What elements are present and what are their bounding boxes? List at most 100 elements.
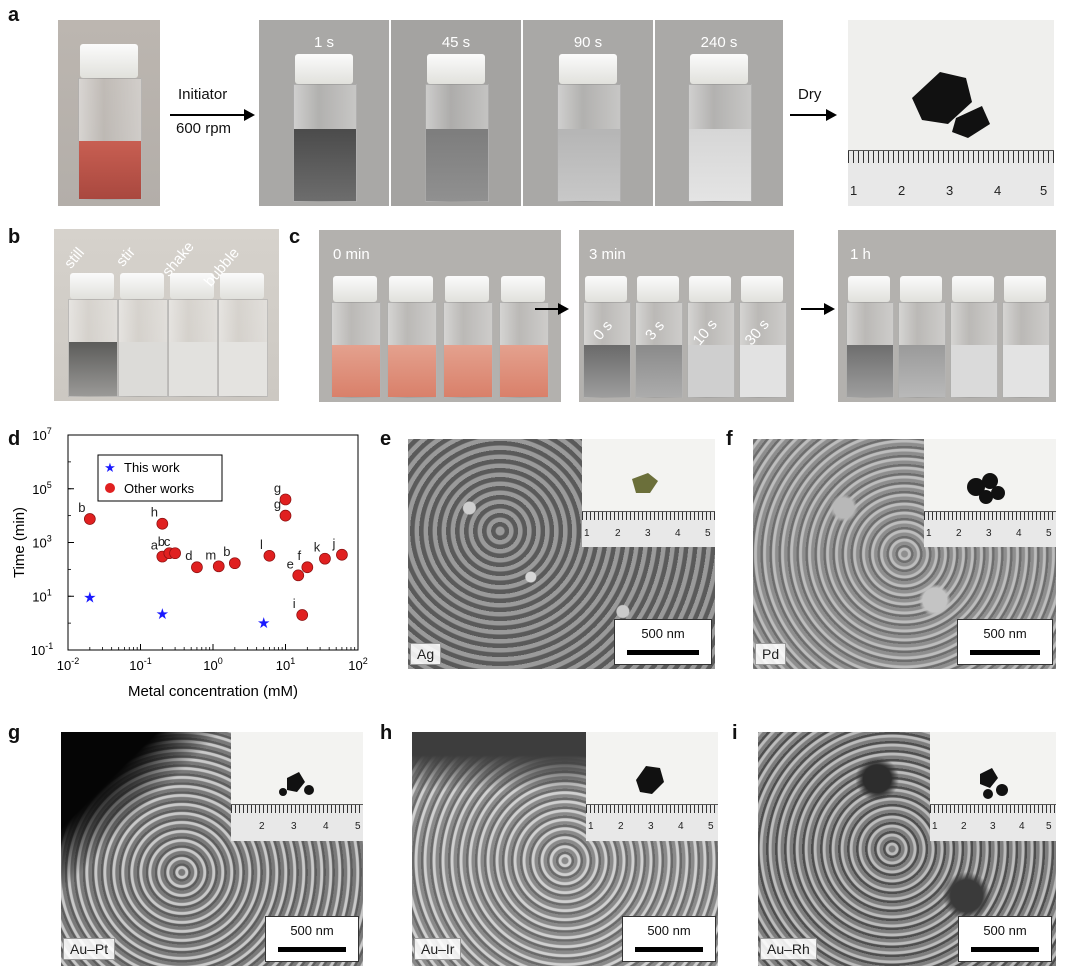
data-point-circle bbox=[212, 560, 225, 573]
data-point-label: h bbox=[151, 505, 158, 520]
y-tick-label: 10-1 bbox=[31, 641, 53, 658]
panel-i-label: i bbox=[732, 722, 738, 744]
panel-d-label: d bbox=[8, 428, 21, 450]
ruler-e: 1 2 3 4 5 bbox=[582, 511, 715, 547]
data-point-label: f bbox=[298, 548, 302, 563]
scalebar-g: 500 nm bbox=[265, 916, 359, 962]
sample-label-au-ir: Au–Ir bbox=[414, 938, 462, 960]
label-stir: stir bbox=[112, 243, 139, 270]
panel-g-label: g bbox=[8, 722, 21, 744]
vial-240s-photo: 240 s bbox=[655, 20, 783, 206]
panel-b-photo: still stir shake bubble bbox=[54, 229, 279, 401]
stage-1h: 1 h bbox=[850, 246, 871, 263]
sample-label-ag: Ag bbox=[410, 643, 442, 665]
data-point-circle bbox=[319, 552, 331, 565]
scalebar-f: 500 nm bbox=[957, 619, 1053, 665]
data-point-star: ★ bbox=[257, 615, 270, 632]
label-still: still bbox=[60, 244, 88, 272]
arrow-c2-head bbox=[824, 303, 835, 315]
panel-c-3min-photo: 3 min 0 s 3 s 10 s 30 s bbox=[579, 230, 794, 402]
scalebar-h: 500 nm bbox=[622, 916, 716, 962]
au-rh-pieces bbox=[980, 768, 1008, 799]
stage-0min: 0 min bbox=[333, 246, 370, 263]
panel-a-label: a bbox=[8, 4, 20, 26]
ag-piece bbox=[632, 473, 658, 493]
arrow-a2-head bbox=[826, 109, 837, 121]
data-point-label: b bbox=[158, 534, 165, 549]
legend-other-works: Other works bbox=[124, 481, 195, 496]
y-tick-label: 105 bbox=[32, 480, 51, 497]
legend-circle-icon bbox=[105, 483, 115, 493]
arrow-c1 bbox=[535, 308, 559, 310]
y-tick-label: 107 bbox=[32, 426, 51, 443]
rpm-text: 600 rpm bbox=[176, 120, 232, 137]
time-45s: 45 s bbox=[441, 34, 471, 51]
y-tick-label: 103 bbox=[32, 534, 51, 551]
scalebar-i: 500 nm bbox=[958, 916, 1052, 962]
sample-label-au-pt: Au–Pt bbox=[63, 938, 116, 960]
sem-au-rh-image: 1 2 3 4 5 Au–Rh 500 nm bbox=[758, 732, 1056, 966]
sem-au-ir-image: 1 2 3 4 5 Au–Ir 500 nm bbox=[412, 732, 718, 966]
time-240s: 240 s bbox=[700, 34, 738, 51]
data-point-label: c bbox=[164, 534, 171, 549]
legend-box bbox=[97, 454, 223, 502]
dry-text: Dry bbox=[798, 86, 822, 103]
data-point-label: k bbox=[314, 540, 321, 555]
data-point-label: d bbox=[185, 548, 192, 563]
scalebar-e: 500 nm bbox=[614, 619, 712, 665]
arrow-a2 bbox=[790, 114, 826, 116]
data-point-label: a bbox=[151, 538, 159, 553]
dried-aerogel-photo: 1 2 3 4 5 bbox=[848, 20, 1054, 206]
legend-star-icon: ★ bbox=[104, 460, 116, 475]
data-point-label: i bbox=[293, 596, 296, 611]
panel-b-label: b bbox=[8, 226, 21, 248]
legend-this-work: This work bbox=[124, 460, 180, 475]
data-point-star: ★ bbox=[83, 589, 96, 606]
panel-c-1h-photo: 1 h bbox=[838, 230, 1056, 402]
time-90s: 90 s bbox=[573, 34, 603, 51]
data-point-circle bbox=[191, 561, 203, 574]
y-tick-label: 101 bbox=[32, 587, 51, 604]
data-point-label: l bbox=[260, 537, 263, 552]
data-point-label: e bbox=[287, 556, 294, 571]
data-point-circle bbox=[301, 561, 314, 574]
ruler-i: 1 2 3 4 5 bbox=[930, 804, 1056, 841]
panel-c-0min-photo: 0 min bbox=[319, 230, 561, 402]
x-tick-label: 101 bbox=[276, 656, 295, 673]
data-point-label: g bbox=[274, 480, 281, 495]
au-ir-piece bbox=[636, 766, 664, 794]
panel-f-label: f bbox=[726, 428, 733, 450]
arrow-c1-head bbox=[558, 303, 569, 315]
data-point-star: ★ bbox=[156, 606, 169, 623]
ruler-h: 1 2 3 4 5 bbox=[586, 804, 718, 841]
panel-e-label: e bbox=[380, 428, 392, 450]
data-point-circle bbox=[279, 509, 292, 522]
data-point-label: j bbox=[331, 536, 335, 551]
vial-45s-photo: 45 s bbox=[391, 20, 521, 206]
data-point-circle bbox=[296, 609, 309, 621]
stage-3min: 3 min bbox=[589, 246, 626, 263]
arrow-a1 bbox=[170, 114, 244, 116]
time-1s: 1 s bbox=[313, 34, 334, 51]
panel-h-label: h bbox=[380, 722, 393, 744]
data-point-circle bbox=[279, 493, 292, 506]
initiator-text: Initiator bbox=[178, 86, 228, 103]
ruler-f: 1 2 3 4 5 bbox=[924, 511, 1056, 547]
vial-90s-photo: 90 s bbox=[523, 20, 653, 206]
panel-a-initial-vial-photo bbox=[58, 20, 160, 206]
ruler-g: 2 3 4 5 bbox=[231, 804, 363, 841]
x-tick-label: 100 bbox=[203, 656, 222, 673]
data-point-circle bbox=[263, 549, 276, 562]
data-point-label: m bbox=[205, 547, 216, 562]
data-point-circle bbox=[292, 569, 305, 582]
pd-pieces bbox=[967, 473, 1005, 504]
sample-label-au-rh: Au–Rh bbox=[760, 938, 817, 960]
sem-au-pt-image: 2 3 4 5 Au–Pt 500 nm bbox=[61, 732, 363, 966]
data-point-circle bbox=[156, 517, 169, 530]
data-point-circle bbox=[228, 557, 241, 570]
sample-label-pd: Pd bbox=[755, 643, 787, 665]
arrow-a1-head bbox=[244, 109, 255, 121]
x-tick-label: 102 bbox=[348, 656, 367, 673]
vial-1s-photo: 1 s bbox=[259, 20, 389, 206]
